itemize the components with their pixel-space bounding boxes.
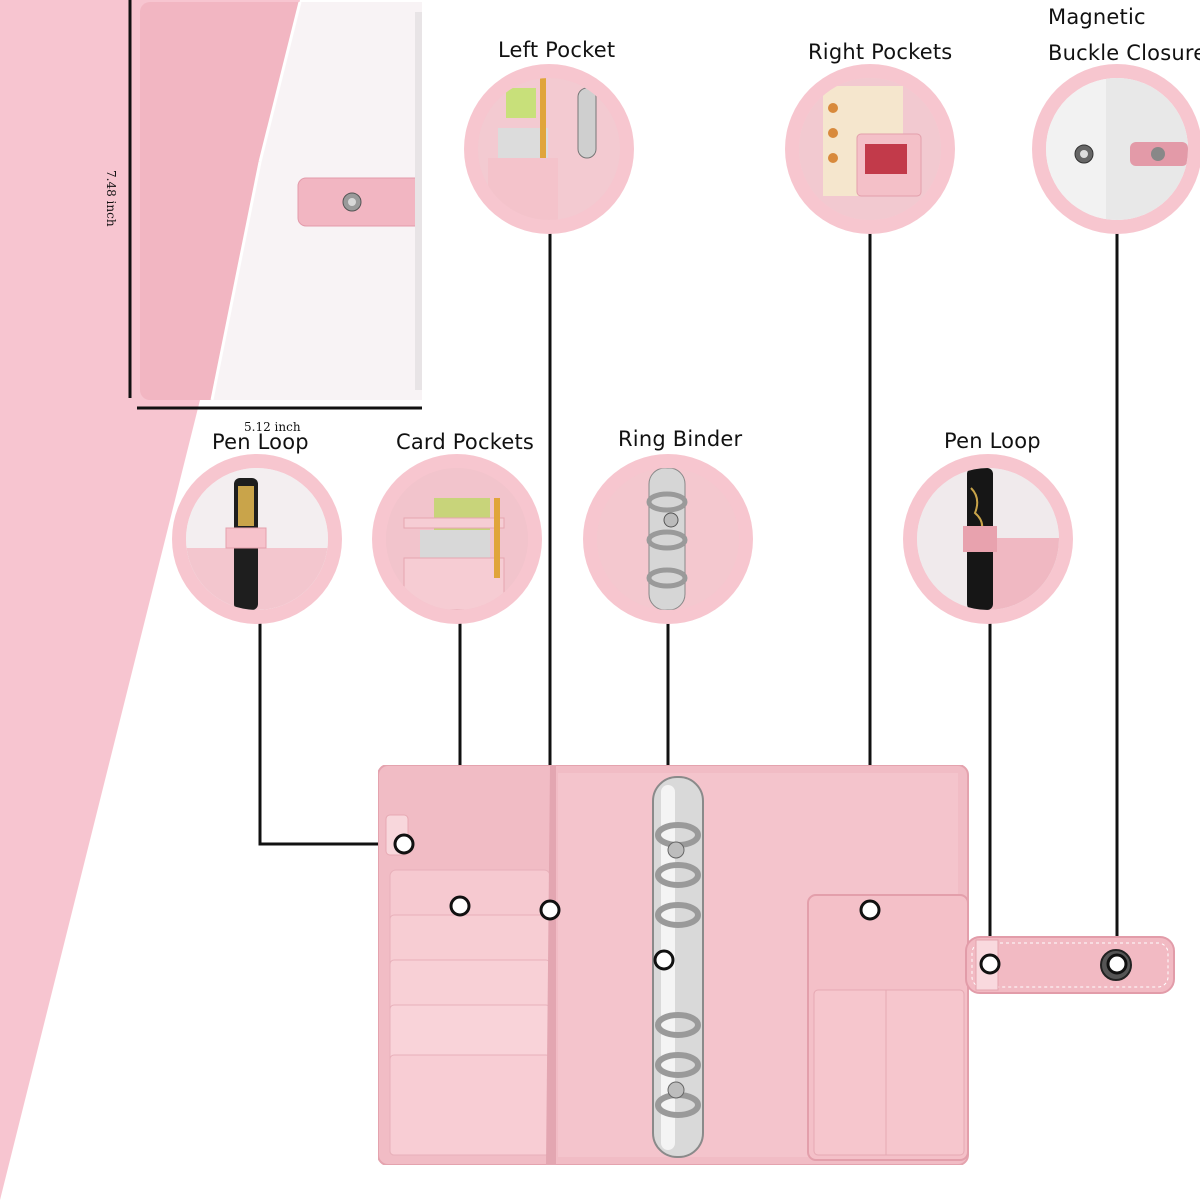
height-dimension-label: 7.48 inch	[104, 170, 118, 227]
magnetic-buckle-detail-circle	[1032, 64, 1200, 234]
pen-loop-left-photo	[186, 468, 328, 610]
label-right-pockets: Right Pockets	[808, 40, 953, 64]
ring-binder-photo	[597, 468, 739, 610]
card-pockets-photo	[386, 468, 528, 610]
magnetic-buckle-photo	[1046, 78, 1188, 220]
label-magnetic: Magnetic	[1048, 5, 1146, 29]
label-buckle-closure: Buckle Closure	[1048, 41, 1200, 65]
right-pockets-detail-circle	[785, 64, 955, 234]
left-pocket-photo	[478, 78, 620, 220]
label-card-pockets: Card Pockets	[396, 430, 535, 454]
pen-loop-right-detail-circle	[903, 454, 1073, 624]
pen-loop-left-detail-circle	[172, 454, 342, 624]
width-dimension-label: 5.12 inch	[244, 420, 301, 434]
left-pocket-detail-circle	[464, 64, 634, 234]
card-pockets-detail-circle	[372, 454, 542, 624]
label-left-pocket: Left Pocket	[498, 38, 616, 62]
closed-planner-cover	[140, 2, 422, 400]
ring-binder-detail-circle	[583, 454, 753, 624]
right-pockets-photo	[799, 78, 941, 220]
label-ring-binder: Ring Binder	[618, 427, 743, 451]
label-pen-loop-right: Pen Loop	[944, 429, 1041, 453]
open-planner-interior	[378, 765, 1175, 1165]
label-pen-loop-left: Pen Loop	[212, 430, 309, 454]
pen-loop-right-photo	[917, 468, 1059, 610]
